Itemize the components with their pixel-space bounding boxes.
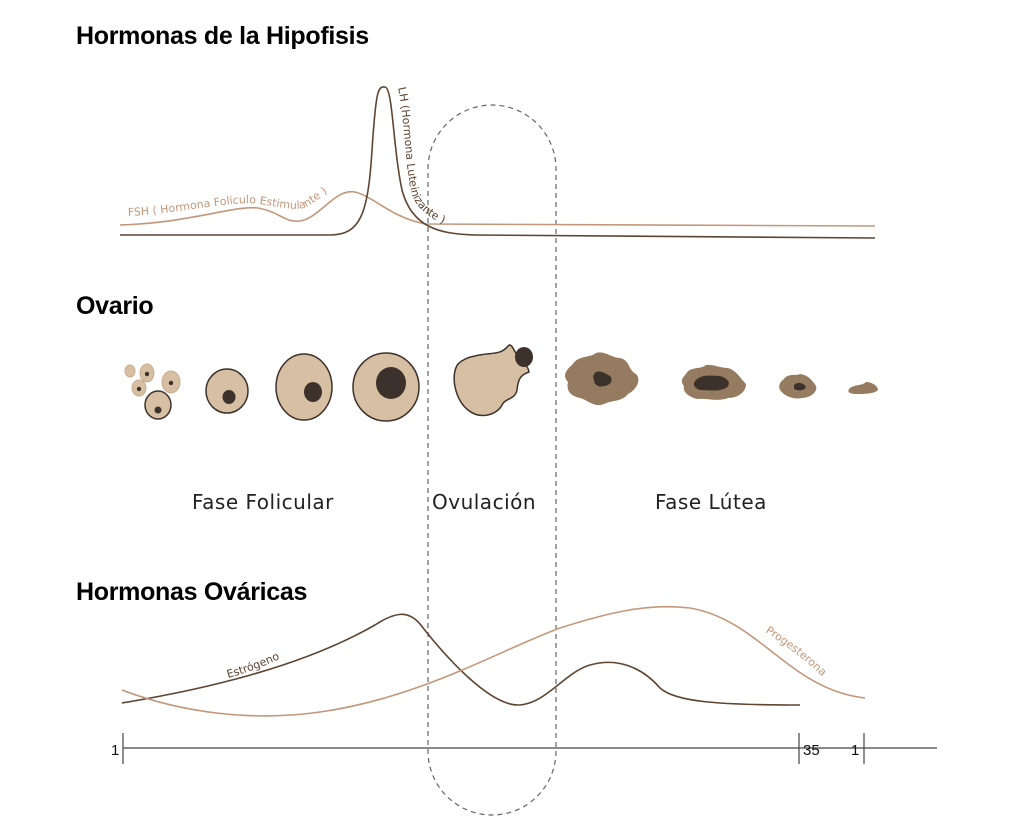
axis-end-label: 35	[803, 742, 820, 759]
corpus-albicans	[848, 382, 878, 394]
progesterone-curve	[121, 605, 866, 717]
corpus-luteum-medium	[681, 364, 746, 400]
corpus-luteum-small	[779, 374, 817, 399]
follicle-mature	[352, 352, 420, 422]
fsh-label: FSH ( Hormona Foliculo Estimulante )	[128, 184, 330, 219]
axis-start-label: 1	[111, 742, 119, 759]
phase-ovulation-label: Ovulación	[432, 490, 537, 514]
ovary-title: Ovario	[76, 292, 154, 320]
ovarian-hormones-title: Hormonas Ováricas	[76, 578, 308, 606]
ovulating-follicle	[453, 344, 533, 417]
phase-follicular-label: Fase Folicular	[192, 490, 334, 514]
corpus-luteum-large	[565, 352, 639, 406]
follicle-cluster	[124, 363, 181, 397]
pituitary-title: Hormonas de la Hipofisis	[76, 22, 369, 50]
estrogen-label: Estrógeno	[225, 650, 281, 681]
fsh-curve	[119, 191, 876, 227]
follicle-tertiary	[275, 353, 333, 421]
follicle-secondary	[205, 368, 249, 414]
follicle-primary	[144, 390, 172, 420]
day-axis	[122, 733, 937, 764]
lh-curve	[120, 86, 876, 239]
estrogen-curve	[121, 613, 801, 706]
lh-label: LH (Hormona Luteinizante )	[395, 86, 447, 227]
ovulation-window	[427, 104, 557, 816]
axis-next-start-label: 1	[851, 742, 859, 759]
phase-luteal-label: Fase Lútea	[655, 490, 767, 514]
